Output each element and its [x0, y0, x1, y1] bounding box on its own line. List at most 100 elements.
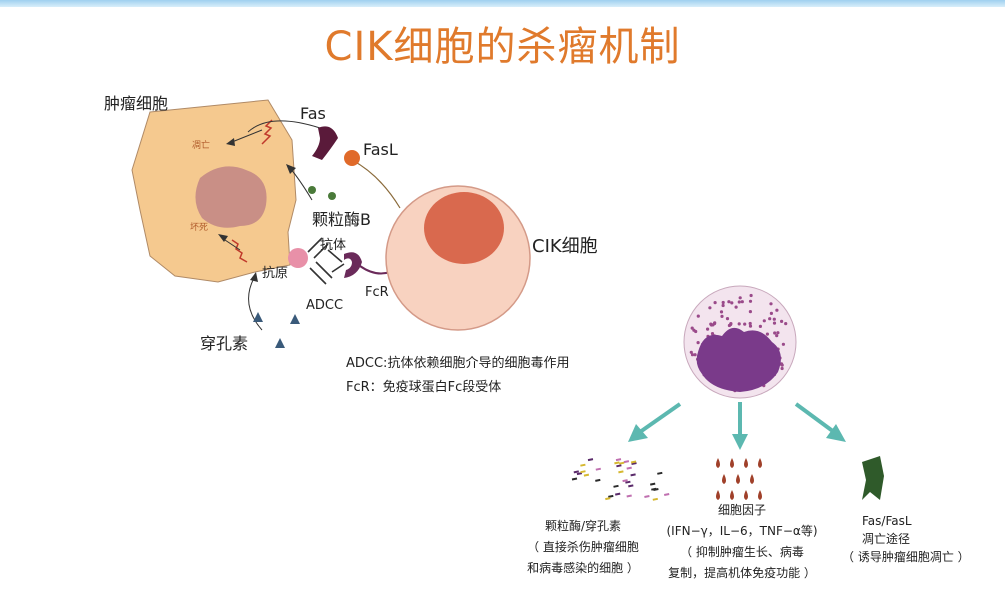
granzyme-b-label: 颗粒酶B: [312, 210, 371, 229]
granule-dash: [580, 463, 586, 467]
mechanism-title: 颗粒酶/穿孔素: [544, 519, 622, 533]
apoptosis-label: 凋亡: [192, 141, 211, 151]
antibody-stem: [327, 249, 345, 273]
granule-dash: [619, 461, 625, 465]
granule-dot: [689, 350, 693, 354]
granule-dash: [657, 471, 663, 475]
arrow-right-head: [826, 424, 846, 442]
granule-dot: [775, 334, 779, 338]
granule-dot: [772, 317, 776, 321]
granule-dot: [743, 322, 747, 326]
granule-dash: [631, 462, 637, 465]
granule-dot: [775, 308, 779, 312]
page-title: CIK细胞的杀瘤机制: [324, 24, 681, 70]
granule-dot: [765, 332, 770, 336]
arrow-right-line: [794, 402, 836, 434]
granule-dot: [708, 306, 712, 310]
antibody-left-arm: [307, 237, 329, 259]
granule-dash: [625, 480, 631, 484]
necrosis-squiggle: [231, 239, 248, 263]
granule-dash: [613, 484, 619, 488]
top-banner: [0, 0, 1005, 7]
granule-dot: [740, 300, 744, 304]
granzyme-dot-2: [328, 192, 336, 200]
mechanism-fas-fasl: Fas/FasL 凋亡途径 （ 诱导肿瘤细胞凋亡 ）: [842, 512, 970, 566]
granule-dot: [720, 314, 724, 318]
granule-dot: [769, 302, 773, 306]
mechanism-cytokines: 细胞因子 (IFN−γ，IL−6，TNF−α等) （ 抑制肿瘤生长、病毒 复制，…: [652, 500, 832, 584]
adcc-definition: ADCC:抗体依赖细胞介导的细胞毒作用: [346, 356, 570, 371]
granule-dot: [749, 293, 753, 298]
granule-dot: [772, 321, 777, 325]
arrow-left-line: [638, 402, 682, 434]
granule-dot: [693, 353, 697, 357]
granule-dot: [710, 332, 715, 336]
granule-dash: [630, 473, 636, 477]
granule-dot: [729, 322, 733, 326]
granule-dash: [616, 464, 622, 468]
perforin-triangle-3: [275, 338, 285, 348]
granule-dot: [784, 322, 788, 326]
mechanism-desc-line: 复制，提高机体免疫功能 ）: [668, 566, 816, 580]
granule-dot: [779, 362, 784, 366]
granule-dot: [773, 331, 777, 335]
granule-dot: [748, 310, 753, 314]
granule-dot: [721, 303, 725, 308]
granzyme-arrowhead: [286, 164, 296, 174]
granule-dash: [653, 488, 659, 491]
mechanism-granule-perforin: 颗粒酶/穿孔素 （ 直接杀伤肿瘤细胞 和病毒感染的细胞 ）: [508, 516, 658, 579]
tumor-nucleus: [195, 166, 267, 228]
lymphocyte-nucleus: [696, 327, 781, 392]
granule-dot: [727, 300, 731, 304]
arrow-left-head: [628, 424, 648, 442]
granule-dot: [737, 300, 741, 304]
granule-dot: [738, 296, 742, 300]
granule-dash: [626, 494, 632, 498]
granule-dash: [587, 458, 594, 462]
granule-dash: [615, 492, 621, 496]
granule-dash: [583, 473, 590, 477]
arrow-center-head: [732, 434, 748, 450]
granule-dot: [748, 321, 752, 326]
mechanism-desc-line: （ 诱导肿瘤细胞凋亡 ）: [842, 550, 970, 564]
granule-dot: [712, 322, 717, 326]
fasl-link-line: [351, 159, 401, 209]
granule-dot: [706, 327, 710, 331]
antibody-label: 抗体: [320, 238, 347, 253]
apoptosis-arrow: [231, 129, 263, 143]
necrosis-arrowhead: [218, 234, 228, 242]
fas-fasl-icon: [862, 456, 884, 500]
antigen-label: 抗原: [262, 266, 289, 281]
cik-nucleus: [424, 192, 504, 264]
fcr-definition: FcR：免疫球蛋白Fc段受体: [346, 380, 502, 395]
granule-dot: [776, 331, 780, 335]
granule-dot: [734, 305, 738, 309]
granule-dash: [622, 479, 628, 483]
tumor-cell-label: 肿瘤细胞: [104, 94, 169, 113]
granule-dot: [709, 322, 713, 326]
granule-dash: [615, 458, 622, 462]
apoptosis-arrowhead: [226, 138, 235, 146]
antigen: [288, 248, 308, 268]
granule-dash: [608, 494, 614, 498]
cik-cell-label: CIK细胞: [532, 236, 598, 257]
fc-receptor: [344, 252, 362, 278]
granule-dash: [623, 460, 630, 464]
granule-dash: [580, 470, 586, 474]
granule-dash: [644, 495, 650, 498]
granule-dash: [576, 472, 583, 476]
granzyme-dot-1: [308, 186, 316, 194]
fasl-ligand: [344, 150, 360, 166]
adcc-label: ADCC: [306, 298, 344, 313]
granule-dot: [730, 301, 734, 305]
granule-dot: [780, 319, 784, 323]
granule-dash: [618, 470, 624, 474]
granule-dot: [748, 299, 753, 303]
perforin-arrow: [248, 277, 263, 331]
granule-dot: [696, 314, 700, 318]
fas-link-line: [247, 120, 321, 133]
mechanism-desc-line: （ 抑制肿瘤生长、病毒: [680, 545, 804, 559]
fcr-label: FcR: [365, 285, 389, 300]
perforin-triangle-1: [253, 312, 263, 322]
